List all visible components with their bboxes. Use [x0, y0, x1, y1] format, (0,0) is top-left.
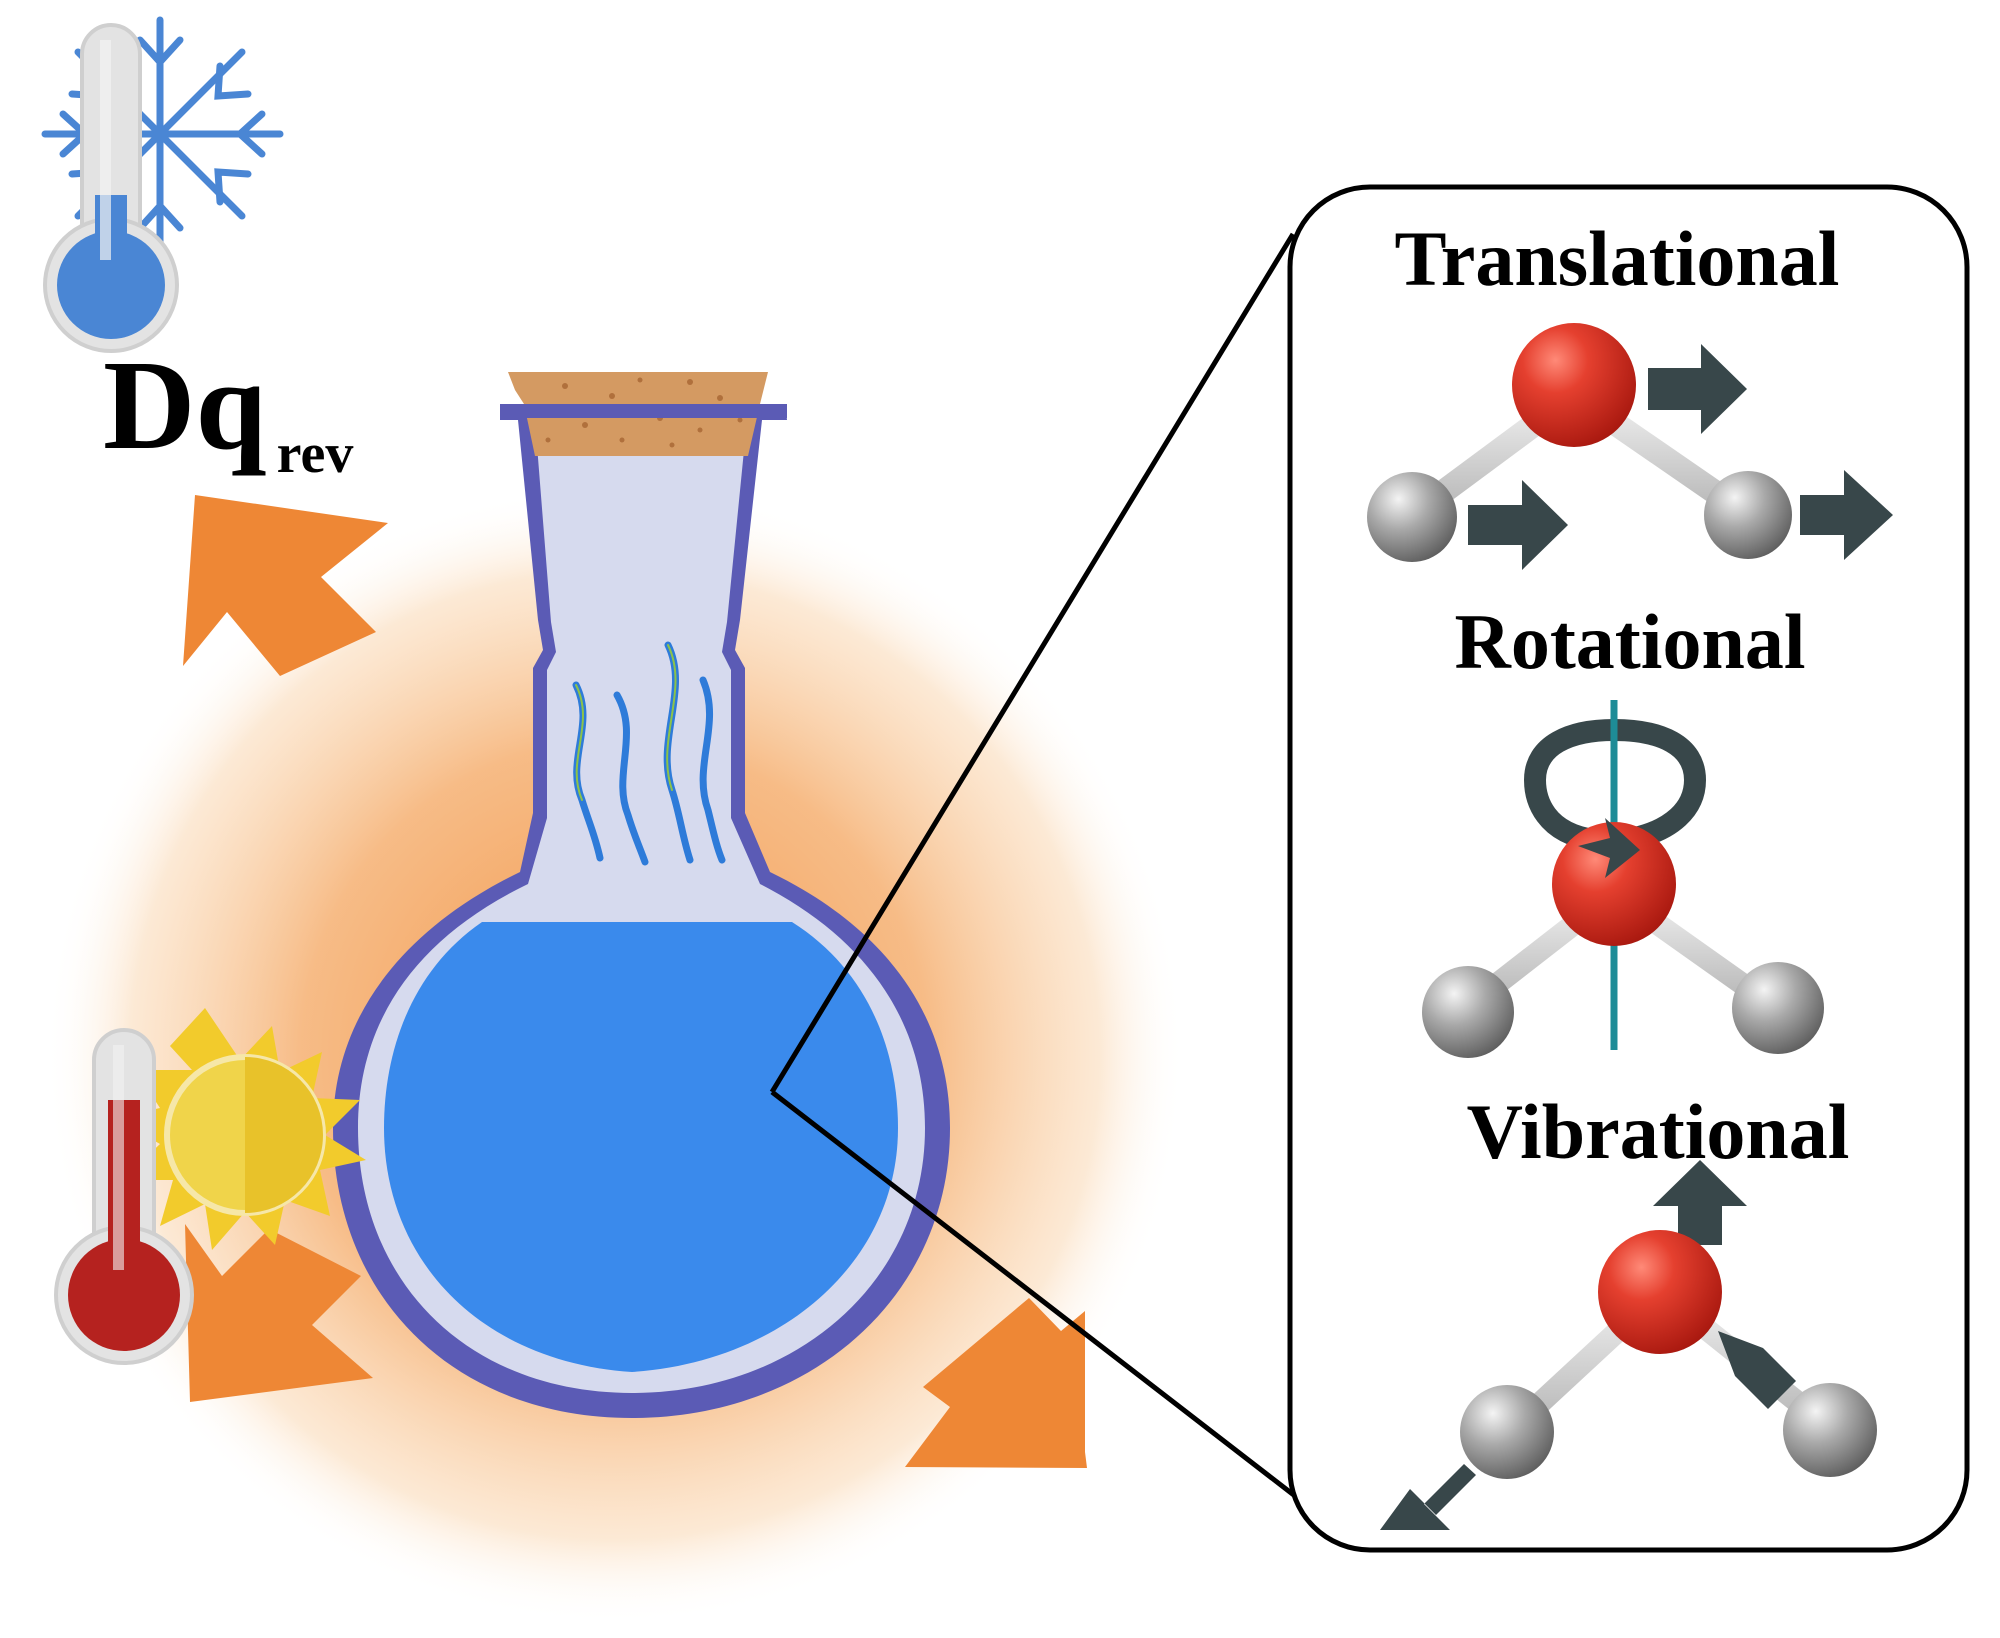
hydrogen-atom — [1783, 1383, 1877, 1477]
vapor-lines — [572, 641, 726, 866]
hydrogen-atom — [1704, 471, 1792, 559]
oxygen-atom — [1598, 1230, 1722, 1354]
hydrogen-atom — [1422, 966, 1514, 1058]
arrow-icon — [1468, 480, 1568, 570]
arrow-icon — [1718, 1331, 1833, 1409]
hydrogen-atom — [1367, 472, 1457, 562]
sun-icon — [115, 1008, 366, 1250]
hydrogen-atom — [1460, 1385, 1554, 1479]
oxygen-atom — [1512, 323, 1636, 447]
arrow-icon — [1653, 1160, 1747, 1245]
heat-symbol: Dq — [103, 334, 267, 476]
oxygen-atom — [1552, 822, 1676, 946]
arrow-icon — [1648, 344, 1747, 434]
heat-subscript: rev — [277, 423, 354, 485]
mode-label-vibrational: Vibrational — [1467, 1088, 1850, 1175]
hydrogen-atom — [1732, 962, 1824, 1054]
heat-arrow-up-left — [183, 495, 388, 676]
heat-arrow-down-left — [185, 1224, 373, 1402]
zoom-lines — [769, 232, 1310, 1508]
round-bottom-flask-icon — [333, 372, 950, 1418]
thermometer-sun-icon — [54, 1008, 366, 1365]
molecule-translational — [1367, 323, 1893, 570]
mode-label-translational: Translational — [1395, 215, 1840, 302]
arrow-icon — [1380, 1464, 1476, 1530]
thermometer-snowflake-icon — [41, 16, 284, 353]
arrow-icon — [1800, 470, 1893, 560]
mode-label-rotational: Rotational — [1455, 598, 1806, 685]
arrow-icon — [1578, 818, 1640, 878]
liquid — [384, 922, 898, 1372]
heat-arrow-down-right — [905, 1298, 1087, 1468]
molecule-rotational — [1422, 700, 1824, 1058]
molecule-vibrational — [1380, 1160, 1877, 1530]
